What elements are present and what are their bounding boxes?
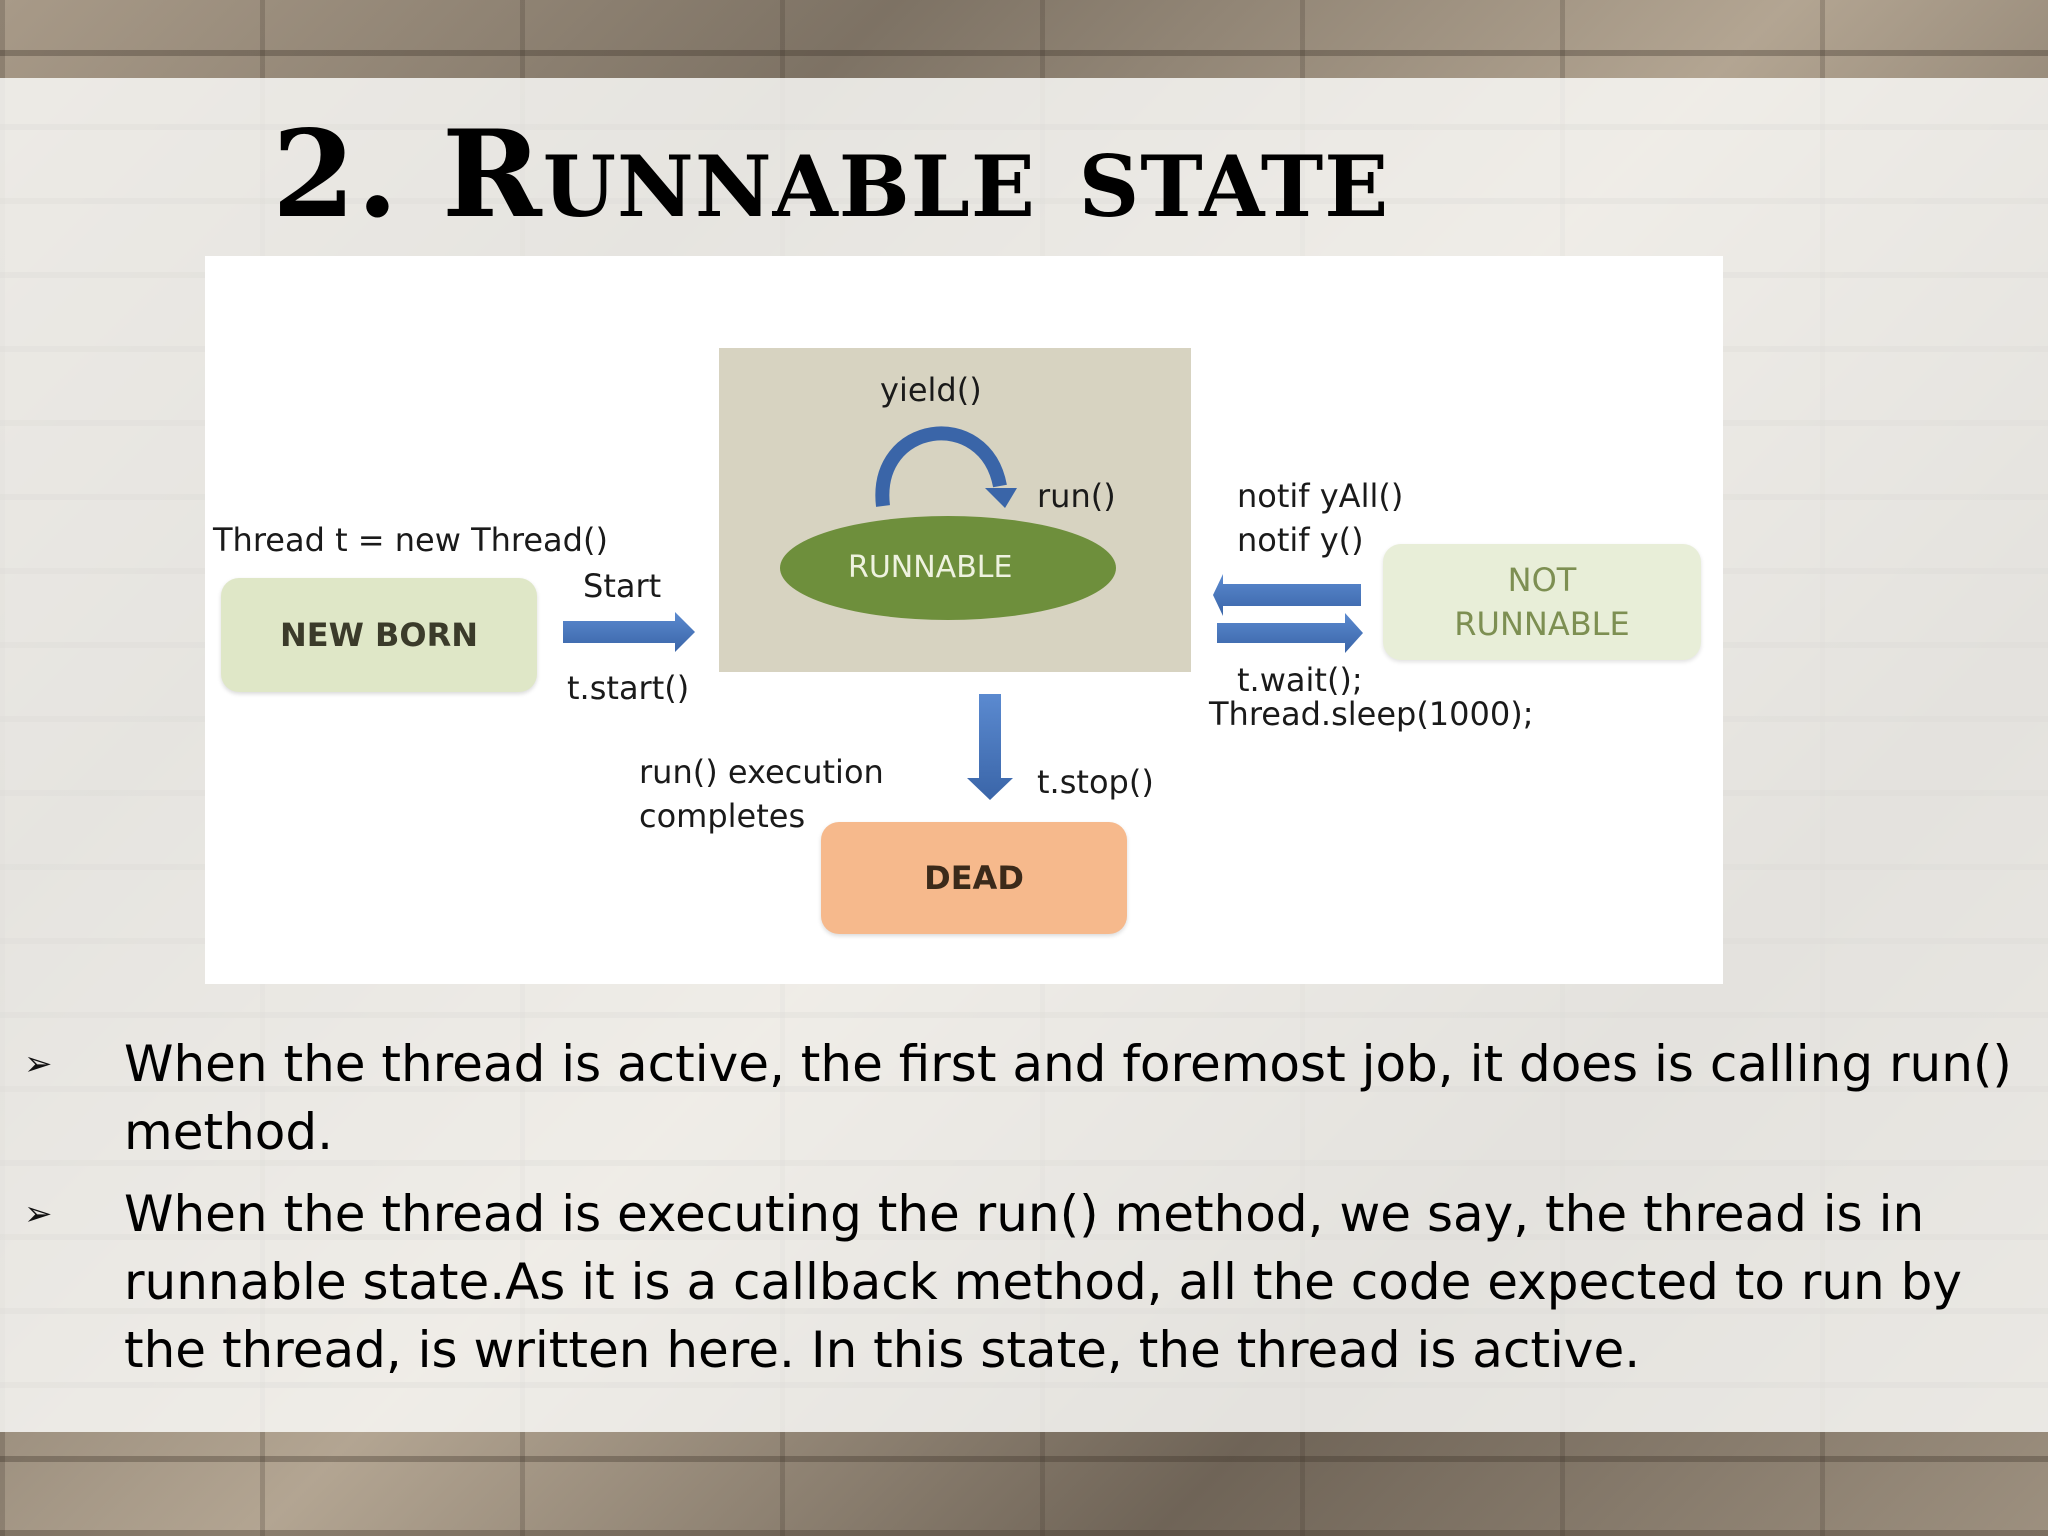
arrow-bullet-icon: ➢ — [24, 1194, 53, 1234]
dead-label: DEAD — [924, 859, 1024, 897]
runnable-ellipse — [780, 516, 1116, 620]
runnable-label: RUNNABLE — [848, 550, 1013, 585]
run-label: run() — [1037, 477, 1116, 515]
not-runnable-line2: RUNNABLE — [1454, 605, 1630, 643]
stop-arrow — [967, 694, 1013, 800]
t-wait-label: t.wait(); — [1237, 661, 1363, 699]
thread-sleep-label: Thread.sleep(1000); — [1209, 695, 1534, 733]
yield-arrowhead — [985, 488, 1017, 508]
t-start-label: t.start() — [567, 669, 690, 707]
notify-all-label: notif yAll() — [1237, 477, 1404, 515]
wait-arrow — [1217, 613, 1363, 653]
not-runnable-line1: NOT — [1507, 561, 1577, 599]
new-born-state: NEW BORN — [221, 578, 537, 692]
dead-state: DEAD — [821, 822, 1127, 934]
run-exec-line1: run() execution — [639, 753, 884, 791]
start-label: Start — [583, 567, 662, 605]
arrow-bullet-icon: ➢ — [24, 1044, 53, 1084]
start-arrow — [563, 612, 695, 652]
notify-label: notif y() — [1237, 521, 1364, 559]
not-runnable-state: NOT RUNNABLE — [1383, 544, 1701, 660]
thread-state-diagram: NEW BORN RUNNABLE NOT RUNNABLE DEAD yiel… — [205, 256, 1723, 984]
diagram-shapes — [563, 348, 1363, 800]
yield-curve-arrow — [875, 426, 1007, 507]
run-exec-line2: completes — [639, 797, 806, 835]
new-born-label: NEW BORN — [279, 616, 479, 654]
slide-title: 2. Runnable state (start()) — [272, 104, 1390, 395]
yield-label: yield() — [880, 371, 982, 409]
bullet-text: When the thread is executing the run() m… — [124, 1185, 1962, 1379]
notify-arrow — [1213, 574, 1361, 616]
thread-new-label: Thread t = new Thread() — [213, 521, 608, 559]
t-stop-label: t.stop() — [1037, 763, 1154, 801]
bullet-text: When the thread is active, the first and… — [124, 1035, 2012, 1161]
